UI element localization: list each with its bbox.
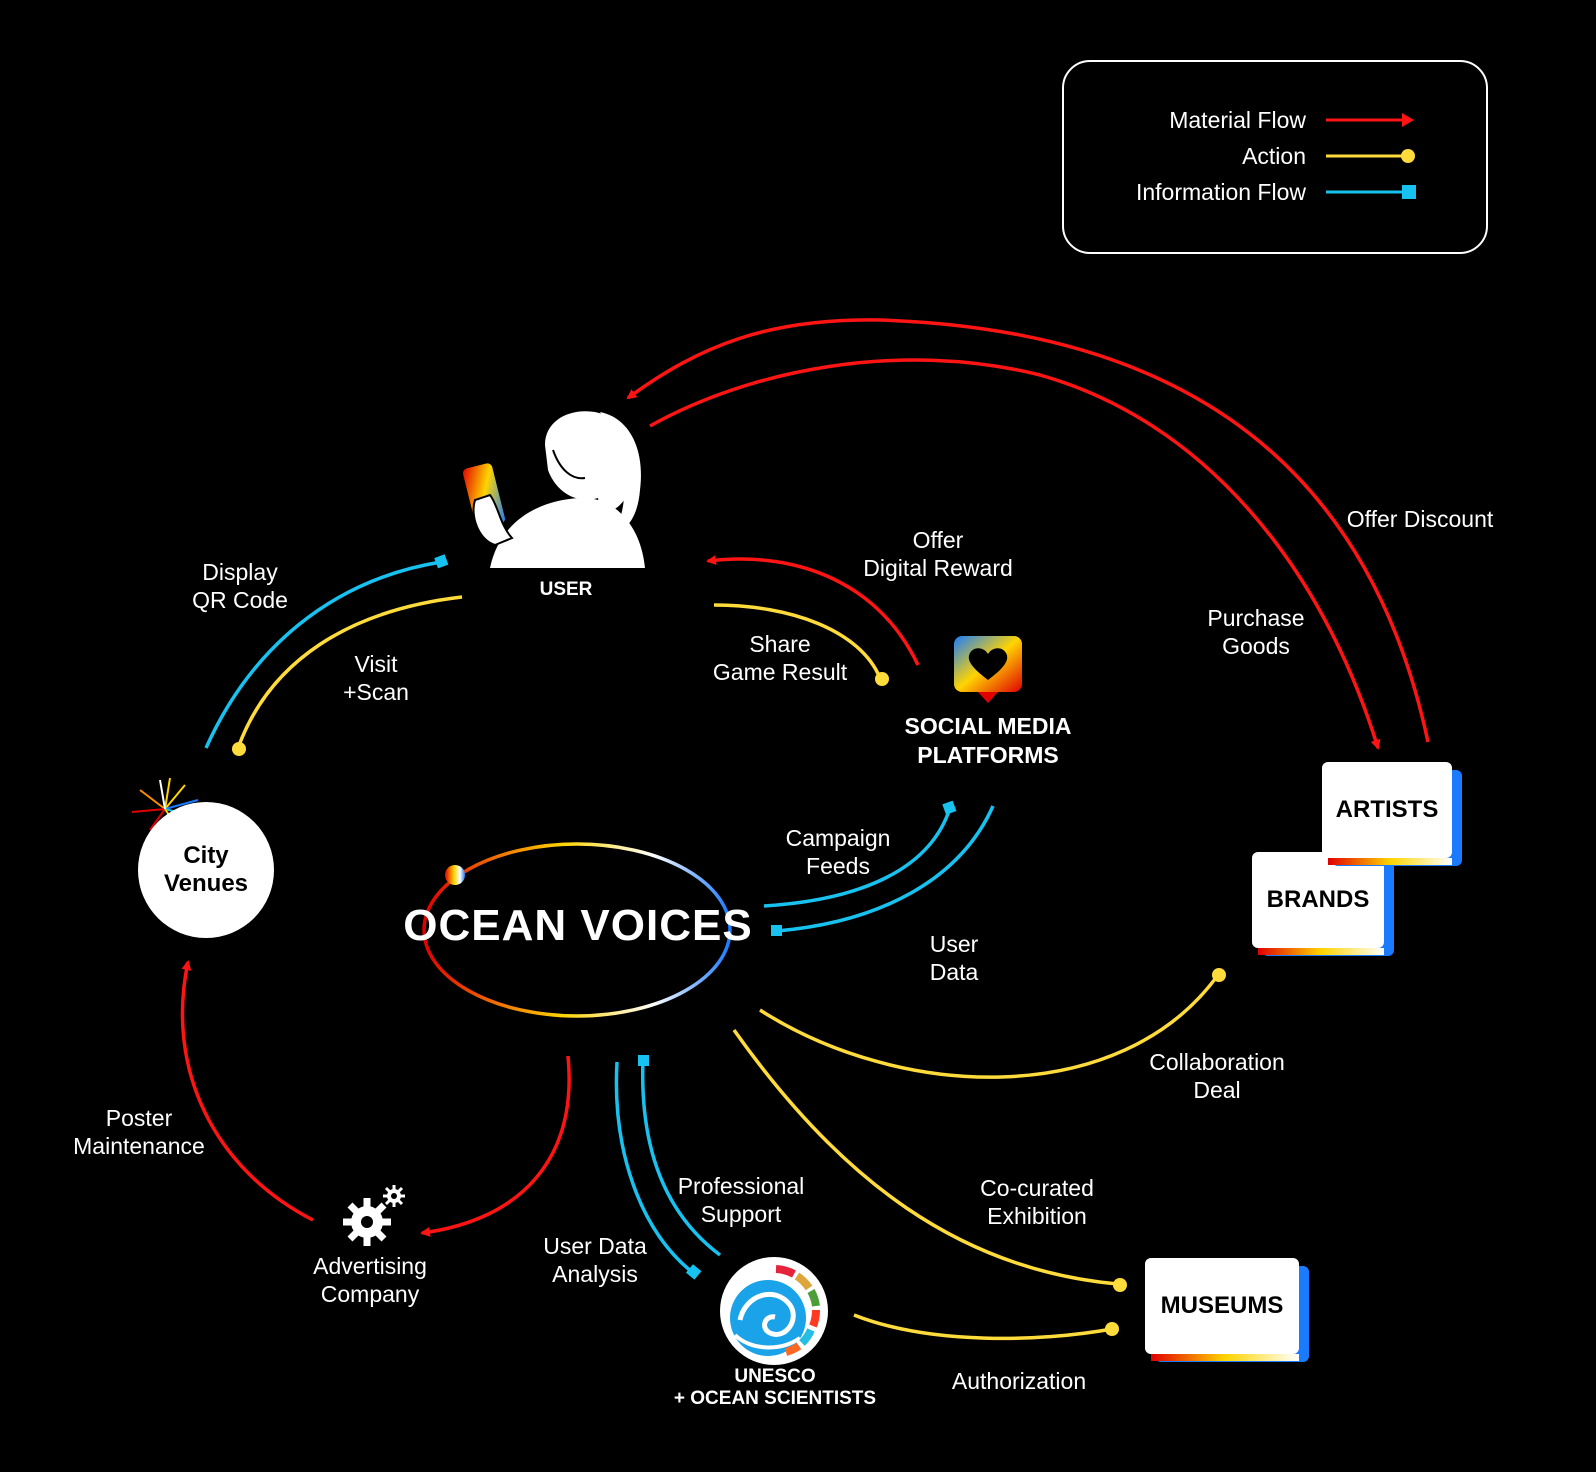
authorization-path [853, 1313, 1113, 1341]
ocean-voices-ring [422, 842, 732, 1018]
museums-gradient [1151, 1354, 1299, 1361]
poster-maintenance-label-1: Poster [105, 1105, 173, 1131]
artists-gradient [1328, 858, 1452, 865]
display-qr-label-2: QR Code [192, 587, 288, 613]
city-venues-node: City Venues [138, 802, 274, 938]
display-qr-label-1: Display [202, 559, 278, 585]
co-curated-label-1: Co-curated [980, 1175, 1094, 1201]
offer-discount-arrow [626, 318, 1430, 743]
user-data-label-2: Data [929, 959, 979, 985]
unesco-label-1: UNESCO [734, 1366, 816, 1387]
poster-maintenance-label-2: Maintenance [73, 1133, 205, 1159]
brands-label: BRANDS [1266, 886, 1370, 913]
legend-swatches [1326, 113, 1416, 199]
museums-card: MUSEUMS [1145, 1258, 1299, 1361]
social-media-label-1: SOCIAL MEDIA [904, 713, 1072, 739]
visit-scan-label-2: +Scan [343, 679, 409, 705]
advertising-label-2: Company [320, 1281, 420, 1307]
museums-label: MUSEUMS [1160, 1292, 1284, 1319]
share-result-label-1: Share [749, 631, 811, 657]
user-data-analysis-label-1: User Data [543, 1233, 647, 1259]
legend: Material Flow Action Information Flow [1062, 60, 1488, 254]
information-flow-edges [204, 560, 995, 1274]
authorization-label: Authorization [951, 1368, 1087, 1394]
visit-scan-path [236, 595, 463, 749]
collab-deal-label-2: Deal [1193, 1077, 1241, 1103]
information-squares [434, 554, 957, 1280]
share-result-path [713, 603, 882, 679]
legend-material-label: Material Flow [1169, 107, 1306, 133]
professional-support-label-2: Support [700, 1201, 782, 1227]
legend-information-label: Information Flow [1135, 179, 1306, 205]
share-result-label-2: Game Result [712, 659, 848, 685]
material-flow-edges [180, 318, 1430, 1237]
collab-deal-label-1: Collaboration [1149, 1049, 1285, 1075]
wave-logo-icon [720, 1257, 828, 1365]
ocean-to-advertising-arrow [420, 1055, 571, 1237]
artists-card: ARTISTS [1322, 762, 1452, 865]
campaign-feeds-label-2: Feeds [806, 853, 870, 879]
co-curated-label-2: Exhibition [987, 1203, 1087, 1229]
unesco-label-2: + OCEAN SCIENTISTS [673, 1388, 877, 1409]
purchase-goods-arrow [649, 358, 1381, 750]
offer-reward-label-1: Offer [912, 527, 964, 553]
offer-reward-arrow [706, 555, 920, 666]
user-label: USER [539, 579, 593, 600]
professional-support-label-1: Professional [677, 1173, 805, 1199]
user-data-label-1: User [929, 931, 979, 957]
user-icon [463, 411, 645, 568]
brands-card: BRANDS [1252, 852, 1384, 955]
campaign-feeds-label-1: Campaign [785, 825, 891, 851]
city-venues-label-1: City [183, 842, 229, 869]
action-edges [236, 595, 1220, 1341]
offer-reward-label-2: Digital Reward [863, 555, 1013, 581]
co-curated-path [732, 1028, 1119, 1286]
legend-action-label: Action [1242, 143, 1306, 169]
ocean-voices-title: OCEAN VOICES [403, 901, 753, 950]
artists-label: ARTISTS [1335, 796, 1439, 823]
visit-scan-label-1: Visit [354, 651, 398, 677]
poster-maintenance-arrow [180, 960, 314, 1222]
purchase-goods-label-2: Goods [1222, 633, 1290, 659]
heart-speech-bubble-icon [954, 636, 1022, 703]
brands-gradient [1258, 948, 1384, 955]
collab-deal-path [759, 973, 1220, 1079]
advertising-label-1: Advertising [313, 1253, 427, 1279]
social-media-label-2: PLATFORMS [917, 742, 1059, 768]
ocean-voices-dot [445, 865, 465, 885]
city-venues-label-2: Venues [163, 870, 249, 897]
campaign-feeds-path [763, 807, 952, 908]
purchase-goods-label-1: Purchase [1207, 605, 1305, 631]
action-dots [232, 672, 1226, 1336]
display-qr-path [204, 560, 442, 749]
user-data-path [776, 805, 995, 933]
offer-discount-label: Offer Discount [1346, 506, 1494, 532]
user-data-analysis-path [614, 1061, 694, 1274]
gears-icon [343, 1185, 405, 1246]
user-data-analysis-label-2: Analysis [552, 1261, 638, 1287]
professional-support-path [640, 1059, 722, 1257]
